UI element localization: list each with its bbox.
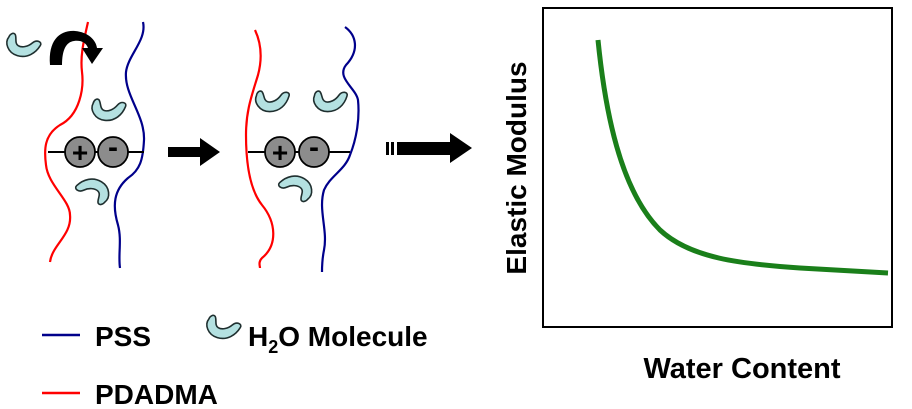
water-molecule-icon	[311, 85, 351, 115]
implies-arrow-icon	[386, 133, 472, 163]
positive-ion	[64, 136, 96, 168]
modulus-curve	[595, 39, 889, 276]
water-molecule-icon	[275, 170, 317, 205]
pss-chain	[320, 26, 360, 273]
curved-arrow-icon	[49, 30, 103, 65]
x-axis-label: Water Content	[643, 353, 840, 385]
panel-initial: + -	[4, 21, 146, 269]
positive-sign: +	[272, 137, 288, 168]
pdadma-chain	[244, 29, 275, 269]
water-molecule-icon	[72, 173, 114, 208]
pss-legend-label: PSS	[95, 321, 151, 352]
water-molecule-icon	[204, 314, 243, 341]
pdadma-legend-label: PDADMA	[95, 379, 218, 409]
water-molecule-icon	[90, 95, 128, 123]
water-molecule-icon	[253, 85, 293, 115]
legend: PSS H2O Molecule PDADMA	[42, 314, 428, 409]
panel-swollen: + -	[244, 26, 360, 273]
modulus-vs-water-graph: Elastic Modulus Water Content	[501, 7, 893, 385]
negative-ion	[97, 136, 129, 168]
y-axis-label: Elastic Modulus	[501, 61, 532, 274]
positive-ion	[264, 136, 296, 168]
negative-sign: -	[108, 131, 118, 164]
pdadma-chain	[43, 21, 90, 263]
negative-ion	[298, 136, 330, 168]
positive-sign: +	[72, 137, 88, 168]
pss-chain	[113, 21, 146, 269]
h2o-legend-label: H2O Molecule	[248, 321, 428, 357]
water-molecule-icon	[4, 32, 43, 59]
transition-arrow-icon	[168, 138, 220, 166]
plot-frame	[542, 7, 893, 328]
negative-sign: -	[309, 131, 319, 164]
